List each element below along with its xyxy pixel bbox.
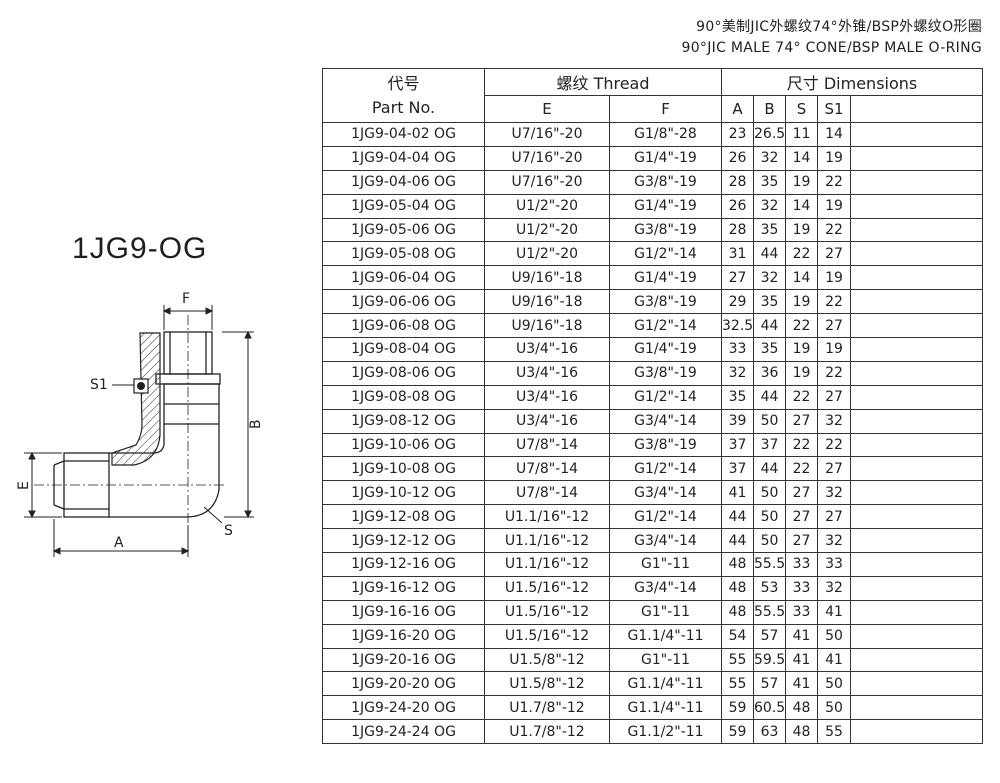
label-s: S xyxy=(224,523,233,539)
col-b-header: B xyxy=(753,95,787,123)
section-hatching xyxy=(111,332,161,466)
dimension-e xyxy=(24,451,62,519)
label-e: E xyxy=(16,481,32,490)
col-f-header: F xyxy=(608,95,723,123)
dimension-b xyxy=(222,330,254,519)
col-blank-header xyxy=(850,95,984,123)
col-s-header: S xyxy=(785,95,819,123)
o-ring-section xyxy=(137,382,145,390)
model-number: 1JG9-OG xyxy=(72,232,208,265)
label-f: F xyxy=(182,291,190,307)
fitting-drawing: F S1 B E A S xyxy=(16,291,264,557)
dimensions-header: 尺寸 Dimensions xyxy=(721,68,984,96)
col-a-header: A xyxy=(721,95,755,123)
part-no-header: 代号 Part No. xyxy=(322,68,485,123)
dimension-a xyxy=(52,519,190,557)
s-leader xyxy=(203,506,223,524)
dimension-f xyxy=(162,305,214,330)
col-s1-header: S1 xyxy=(817,95,852,123)
elbow-outline xyxy=(34,315,224,525)
title-english: 90°JIC MALE 74° CONE/BSP MALE O-RING xyxy=(681,40,982,56)
label-a: A xyxy=(114,535,124,551)
thread-header: 螺纹 Thread xyxy=(483,68,723,96)
col-e-header: E xyxy=(484,95,610,123)
label-b: B xyxy=(248,419,264,429)
dimensions-table: 代号 Part No. 螺纹 Thread 尺寸 Dimensions E F … xyxy=(322,68,984,745)
label-s1: S1 xyxy=(90,377,108,393)
title-chinese: 90°美制JIC外螺纹74°外锥/BSP外螺纹O形圈 xyxy=(696,19,982,35)
